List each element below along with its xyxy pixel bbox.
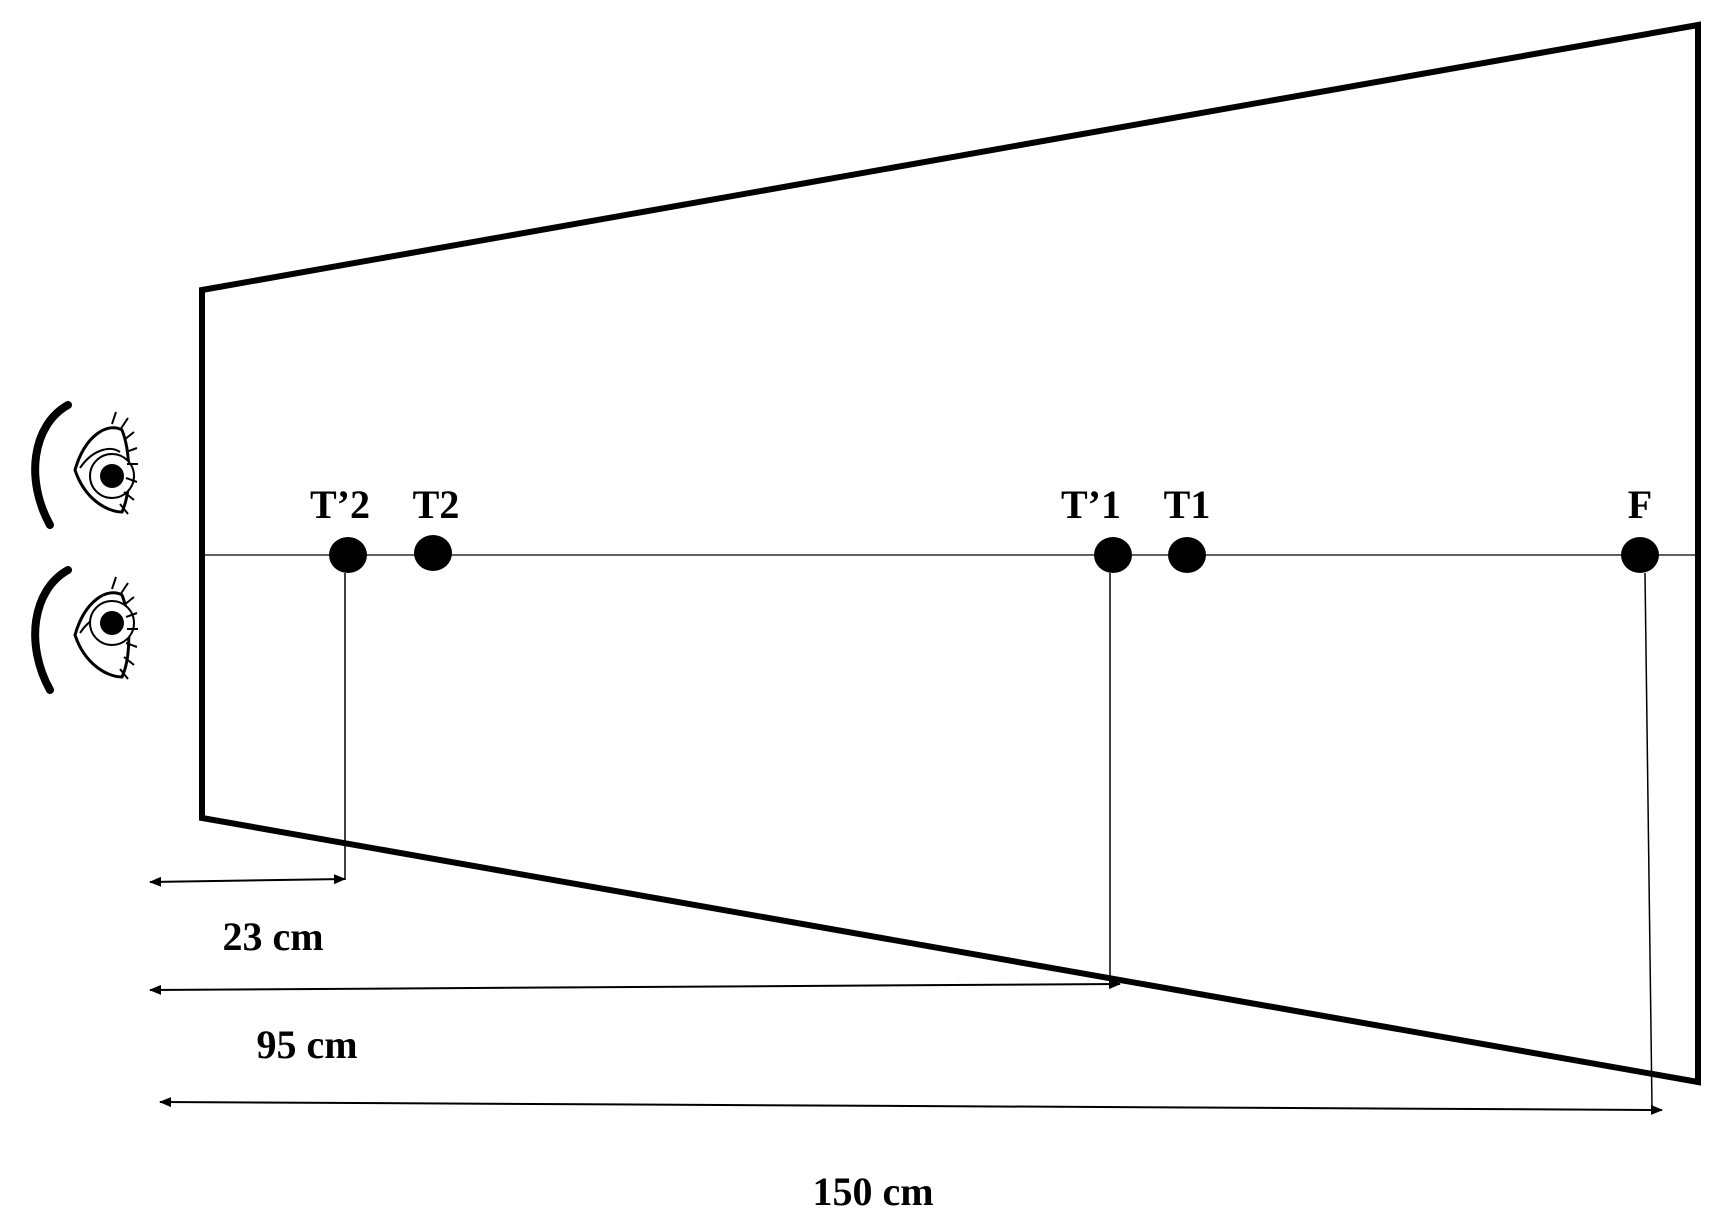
- target-dot: [1094, 537, 1132, 573]
- dimension-label: 95 cm: [256, 1022, 357, 1067]
- point-T1prime: T’1: [1061, 482, 1132, 573]
- dimension-95cm: 95 cm: [149, 573, 1121, 1067]
- point-T2prime: T’2: [310, 482, 370, 573]
- target-dot: [1168, 537, 1206, 573]
- point-label: T1: [1164, 482, 1211, 527]
- point-label: F: [1628, 482, 1652, 527]
- point-T1: T1: [1164, 482, 1211, 573]
- target-dot: [1621, 537, 1659, 573]
- perspective-plane: [199, 21, 1701, 1086]
- eye-icon: [31, 566, 138, 694]
- target-dot: [329, 537, 367, 573]
- dimension-label: 150 cm: [812, 1169, 933, 1214]
- dimension-arrow: [159, 1097, 1663, 1115]
- dimension-150cm: 150 cm: [159, 572, 1663, 1214]
- point-label: T2: [413, 482, 460, 527]
- target-dot: [414, 535, 452, 571]
- dimension-arrow: [149, 874, 346, 887]
- point-label: T’2: [310, 482, 370, 527]
- point-T2: T2: [413, 482, 460, 571]
- dimension-23cm: 23 cm: [149, 573, 346, 959]
- eye-icon: [31, 401, 138, 529]
- point-label: T’1: [1061, 482, 1121, 527]
- drop-line: [1644, 572, 1653, 1108]
- dimension-arrow: [149, 979, 1121, 995]
- point-F: F: [1621, 482, 1659, 573]
- dimension-label: 23 cm: [222, 914, 323, 959]
